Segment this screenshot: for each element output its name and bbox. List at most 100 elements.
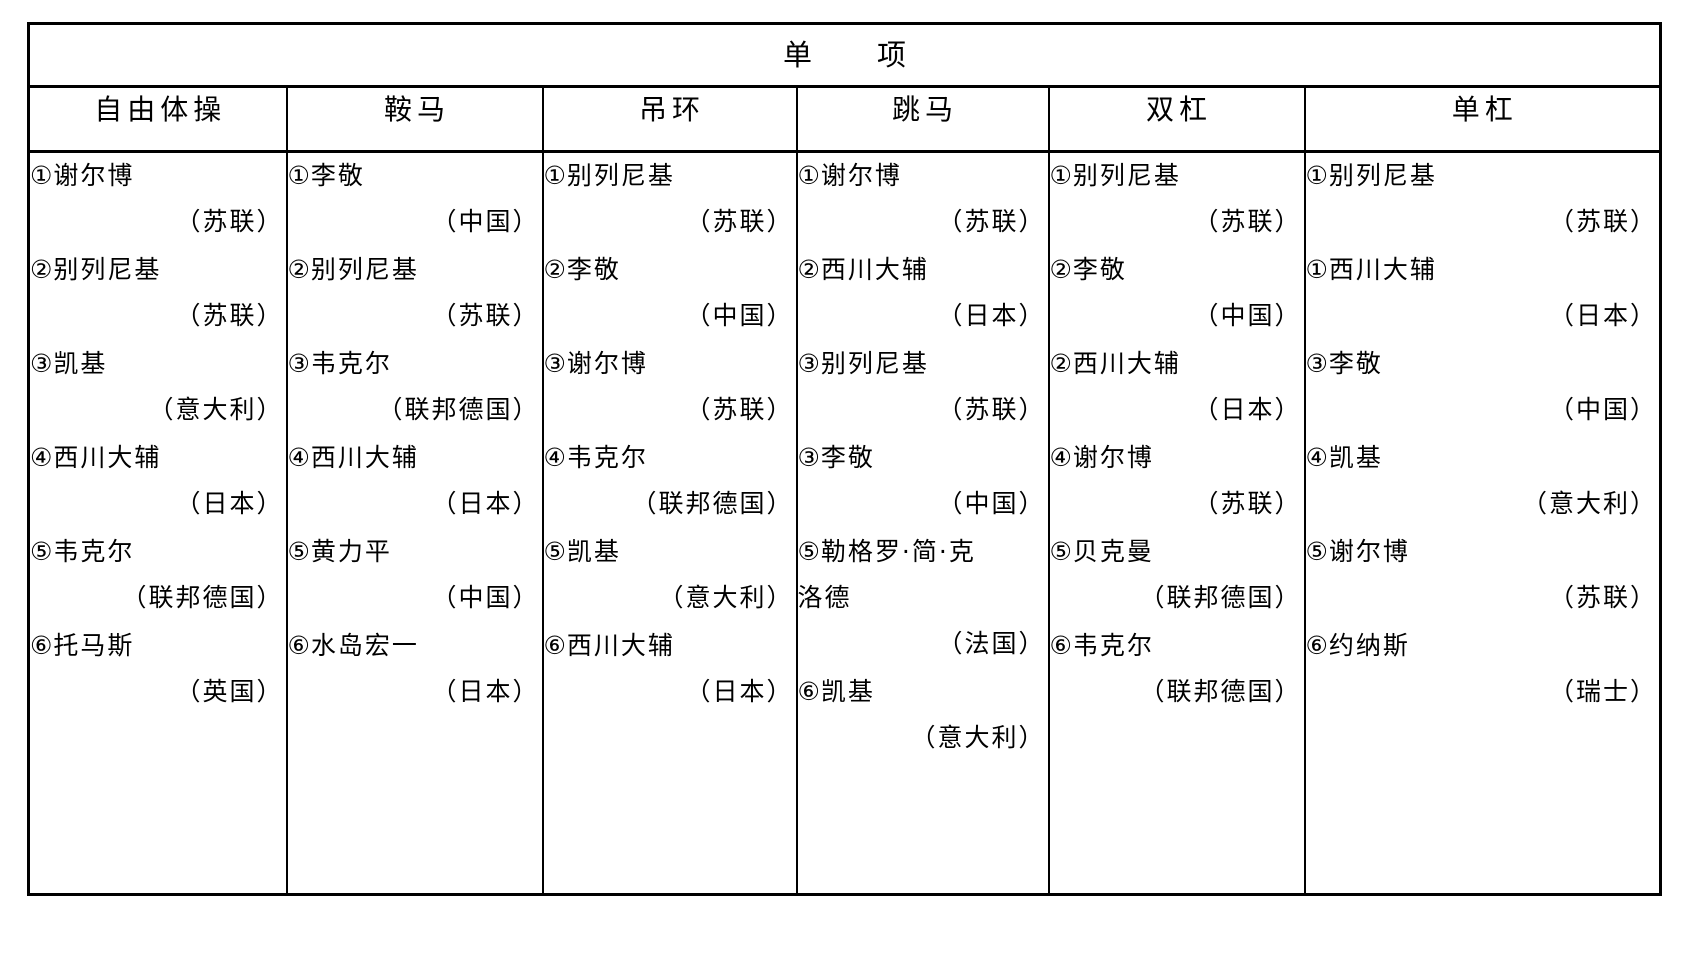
- entry-name-line: ②别列尼基: [30, 247, 286, 293]
- entry-country: （联邦德国）: [1139, 583, 1302, 612]
- entry-name-line: ③李敬: [798, 435, 1048, 481]
- entry-name-line: ⑤凯基: [544, 529, 796, 575]
- entry-athlete-name: 谢尔博: [820, 161, 902, 190]
- entry-list: ①别列尼基（苏联）②李敬（中国）②西川大辅（日本）④谢尔博（苏联）⑤贝克曼（联邦…: [1050, 153, 1304, 715]
- entry-rank: ①: [30, 161, 54, 190]
- entry-athlete-name: 别列尼基: [820, 349, 929, 378]
- entry-list: ①李敬（中国）②别列尼基（苏联）③韦克尔（联邦德国）④西川大辅（日本）⑤黄力平（…: [288, 153, 542, 715]
- entry-name-line: ④西川大辅: [30, 435, 286, 481]
- result-entry: ③李敬 （中国）: [798, 435, 1048, 527]
- entry-athlete-name: 韦克尔: [1072, 631, 1154, 660]
- entry-name-line: ⑥托马斯: [30, 623, 286, 669]
- entry-country: （日本）: [431, 677, 540, 706]
- entry-country: （意大利）: [658, 583, 794, 612]
- entry-name-line: ⑤贝克曼: [1050, 529, 1304, 575]
- result-entry: ③李敬（中国）: [1306, 341, 1660, 433]
- column-header-label: 跳马: [891, 93, 958, 126]
- entry-athlete-name: 别列尼基: [566, 161, 675, 190]
- entry-rank: ⑥: [287, 631, 311, 660]
- entry-athlete-name: 谢尔博: [566, 349, 648, 378]
- column-header-label: 吊环: [638, 93, 705, 126]
- entry-rank: ②: [287, 255, 311, 284]
- entry-name-line: ③凯基: [30, 341, 286, 387]
- result-entry: ④韦克尔（联邦德国）: [544, 435, 796, 527]
- entry-country: （苏联）: [1193, 207, 1302, 236]
- entry-name-line: ③别列尼基: [798, 341, 1048, 387]
- entry-name-line: ①谢尔博: [798, 153, 1048, 199]
- entry-rank: ④: [30, 443, 54, 472]
- entry-athlete-name: 韦克尔: [310, 349, 392, 378]
- entry-country: （中国）: [937, 489, 1046, 518]
- entry-name-line: ④西川大辅: [288, 435, 542, 481]
- entry-rank: ⑥: [1305, 631, 1329, 660]
- entry-rank: ③: [797, 443, 821, 472]
- entry-country: （苏联）: [175, 207, 284, 236]
- entry-list: ①谢尔博（苏联）②别列尼基（苏联）③凯基（意大利）④西川大辅（日本）⑤韦克尔（联…: [30, 153, 286, 715]
- entry-country: （中国）: [1549, 395, 1658, 424]
- entry-country: （日本）: [937, 301, 1046, 330]
- result-entry: ①别列尼基（苏联）: [544, 153, 796, 245]
- entry-rank: ②: [30, 255, 54, 284]
- single-events-results-table: 单 项 自由体操 鞍马 吊环 跳马: [27, 22, 1663, 896]
- entry-country: （日本）: [685, 677, 794, 706]
- column-header-label: 自由体操: [94, 93, 227, 126]
- results-cell-parallel-bars: ①别列尼基（苏联）②李敬（中国）②西川大辅（日本）④谢尔博（苏联）⑤贝克曼（联邦…: [1047, 150, 1306, 896]
- result-entry: ①李敬（中国）: [288, 153, 542, 245]
- entry-athlete-name: 凯基: [820, 677, 875, 706]
- entry-rank: ②: [797, 255, 821, 284]
- entry-name-line: ①西川大辅: [1306, 247, 1660, 293]
- column-header-label: 双杠: [1145, 93, 1212, 126]
- entry-athlete-name: 西川大辅: [1072, 349, 1181, 378]
- entry-country: （瑞士）: [1549, 677, 1658, 706]
- entry-rank: ①: [1305, 255, 1329, 284]
- entry-rank: ⑤: [797, 537, 821, 566]
- entry-rank: ④: [287, 443, 311, 472]
- result-entry: ③凯基 （意大利）: [30, 341, 286, 433]
- entry-rank: ②: [543, 255, 567, 284]
- entry-athlete-name: 李敬: [820, 443, 875, 472]
- entry-name-line: ⑥约纳斯: [1306, 623, 1660, 669]
- entry-name-line: ⑤勒格罗·简·克: [798, 529, 1048, 575]
- result-entry: ②别列尼基（苏联）: [288, 247, 542, 339]
- result-entry: ④西川大辅 （日本）: [30, 435, 286, 527]
- result-entry: ⑤勒格罗·简·克洛德（法国）: [798, 529, 1048, 667]
- entry-country: （苏联）: [175, 301, 284, 330]
- entry-rank: ③: [287, 349, 311, 378]
- entry-name-line: ⑥水岛宏一: [288, 623, 542, 669]
- entry-athlete-name: 西川大辅: [1328, 255, 1437, 284]
- entry-country: （意大利）: [148, 395, 284, 424]
- entry-country: （苏联）: [1193, 489, 1302, 518]
- entry-country: （联邦德国）: [631, 489, 794, 518]
- result-entry: ③别列尼基（苏联）: [798, 341, 1048, 433]
- result-entry: ④谢尔博（苏联）: [1050, 435, 1304, 527]
- entry-rank: ③: [30, 349, 54, 378]
- result-entry: ①西川大辅（日本）: [1306, 247, 1660, 339]
- result-entry: ②西川大辅（日本）: [798, 247, 1048, 339]
- entry-rank: ⑤: [287, 537, 311, 566]
- entry-country: （日本）: [175, 489, 284, 518]
- entry-athlete-name: 西川大辅: [310, 443, 419, 472]
- entry-athlete-name: 贝克曼: [1072, 537, 1154, 566]
- column-header-label: 单杠: [1451, 93, 1518, 126]
- entry-name-line: ②李敬: [1050, 247, 1304, 293]
- entry-name-line: ⑥西川大辅: [544, 623, 796, 669]
- entry-athlete-name: 黄力平: [310, 537, 392, 566]
- entry-name-line: ③谢尔博: [544, 341, 796, 387]
- result-entry: ④凯基（意大利）: [1306, 435, 1660, 527]
- entry-name-line: ⑥凯基: [798, 669, 1048, 715]
- entry-country: （苏联）: [431, 301, 540, 330]
- entry-country: （苏联）: [1549, 207, 1658, 236]
- results-cell-pommel-horse: ①李敬（中国）②别列尼基（苏联）③韦克尔（联邦德国）④西川大辅（日本）⑤黄力平（…: [285, 150, 544, 896]
- table-body-row: ①谢尔博（苏联）②别列尼基（苏联）③凯基（意大利）④西川大辅（日本）⑤韦克尔（联…: [27, 150, 1662, 896]
- entry-name-line: ①李敬: [288, 153, 542, 199]
- entry-athlete-name: 西川大辅: [53, 443, 162, 472]
- entry-list: ①别列尼基（苏联）①西川大辅（日本）③李敬（中国）④凯基（意大利）⑤谢尔博（苏联…: [1306, 153, 1660, 715]
- results-cell-vault: ①谢尔博（苏联）②西川大辅（日本）③别列尼基（苏联）③李敬（中国）⑤勒格罗·简·…: [795, 150, 1050, 896]
- entry-rank: ②: [1049, 255, 1073, 284]
- entry-name-line: ①别列尼基: [544, 153, 796, 199]
- result-entry: ⑥凯基（意大利）: [798, 669, 1048, 761]
- column-header-parallel-bars: 双杠: [1047, 85, 1306, 153]
- entry-name-line: ②西川大辅: [1050, 341, 1304, 387]
- entry-name-line: ①别列尼基: [1050, 153, 1304, 199]
